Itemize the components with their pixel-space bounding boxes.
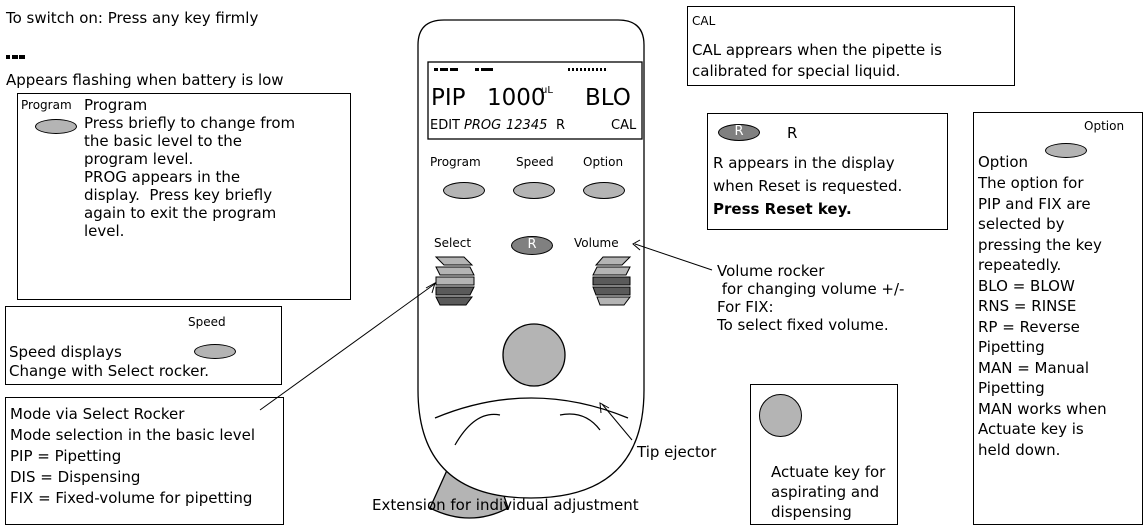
- reset-key-icon: R: [718, 124, 760, 141]
- option-line: repeatedly.: [978, 256, 1062, 274]
- option-line: Pipetting: [978, 338, 1045, 356]
- speed-line2: Change with Select rocker.: [9, 362, 210, 380]
- reset-tag: R: [787, 124, 798, 142]
- extension-label: Extension for individual adjustment: [372, 496, 639, 514]
- program-line: program level.: [84, 150, 194, 168]
- program-key[interactable]: [443, 182, 485, 199]
- speed-key-icon: [194, 344, 236, 359]
- program-description: Press briefly to change from the basic l…: [84, 114, 295, 240]
- battery-caption: Appears flashing when battery is low: [6, 71, 284, 89]
- program-line: level.: [84, 222, 125, 240]
- tip-ejector-leader: [601, 403, 633, 441]
- program-line: the basic level to the: [84, 132, 242, 150]
- option-line: pressing the key: [978, 235, 1102, 254]
- display-cal: CAL: [611, 118, 637, 133]
- option-line: RNS = RINSE: [978, 297, 1077, 315]
- volume-rocker: [592, 256, 632, 306]
- tip-ejector-curve: [434, 397, 629, 419]
- speed-tag: Speed: [188, 315, 226, 329]
- cal-line: CAL apprears when the pipette is: [692, 41, 942, 59]
- cal-info-box: CAL CAL apprears when the pipette is cal…: [687, 6, 1015, 86]
- option-line: RP = Reverse: [978, 317, 1080, 336]
- display-option: BLO: [585, 85, 631, 111]
- program-line: PROG appears in the: [84, 168, 241, 186]
- cal-line: calibrated for special liquid.: [692, 62, 901, 80]
- select-rocker: [434, 256, 475, 306]
- option-key[interactable]: [583, 182, 625, 199]
- program-info-box: Program Program Press briefly to change …: [17, 93, 351, 300]
- volume-leader: [634, 243, 713, 271]
- cal-tag: CAL: [692, 14, 716, 28]
- mode-info-box: Mode via Select Rocker Mode selection in…: [5, 397, 284, 525]
- display-mode: PIP: [431, 85, 466, 111]
- mode-line: Mode via Select Rocker: [10, 405, 185, 423]
- reset-line: R appears in the display: [713, 154, 895, 172]
- actuate-line: aspirating and: [771, 483, 880, 501]
- display-volume: 1000: [487, 85, 546, 111]
- option-tag: Option: [1084, 119, 1125, 133]
- display-frame: [427, 61, 643, 140]
- option-line: PIP and FIX are: [978, 194, 1091, 213]
- battery-icon: [6, 55, 26, 60]
- display-numbers: 12345: [506, 118, 548, 133]
- program-key-label: Program: [430, 155, 481, 169]
- speed-key-label: Speed: [516, 155, 554, 169]
- option-line: Actuate key is: [978, 420, 1084, 438]
- program-title: Program: [84, 96, 148, 114]
- reset-info-box: R R R appears in the display when Reset …: [707, 113, 948, 230]
- option-line: selected by: [978, 215, 1065, 233]
- display-segments-icon: [568, 68, 606, 71]
- actuate-line: dispensing: [771, 503, 852, 521]
- mode-line: PIP = Pipetting: [10, 447, 122, 465]
- program-line: display. Press key briefly: [84, 186, 273, 204]
- option-line: MAN = Manual: [978, 358, 1090, 377]
- actuate-key-icon: [759, 394, 802, 437]
- reset-line: when Reset is requested.: [713, 177, 903, 195]
- display-edit: EDIT: [430, 118, 460, 133]
- display-reset: R: [556, 118, 566, 133]
- volume-key-label: Volume: [574, 236, 619, 250]
- select-key-label: Select: [434, 236, 472, 250]
- volume-rocker-annotation: Volume rocker for changing volume +/- Fo…: [717, 262, 904, 334]
- tip-ejector-label: Tip ejector: [637, 443, 717, 461]
- option-line: held down.: [978, 440, 1061, 459]
- option-line: Pipetting: [978, 379, 1045, 397]
- mode-line: DIS = Dispensing: [10, 468, 141, 486]
- select-leader: [259, 282, 437, 411]
- speed-info-box: Speed Speed displays Change with Select …: [5, 306, 282, 385]
- volume-rocker-line: To select fixed volume.: [717, 316, 889, 334]
- switch-on-text: To switch on: Press any key firmly: [6, 9, 259, 27]
- display-unit: uL: [541, 85, 553, 96]
- option-line: The option for: [978, 174, 1084, 192]
- option-key-icon: [1045, 143, 1087, 158]
- program-line: again to exit the program: [84, 204, 277, 222]
- actuate-info-box: Actuate key for aspirating and dispensin…: [750, 384, 898, 525]
- display-prog: PROG: [464, 118, 502, 133]
- option-line: BLO = BLOW: [978, 276, 1075, 295]
- option-info-box: Option Option The option for PIP and FIX…: [973, 112, 1143, 525]
- mode-line: Mode selection in the basic level: [10, 426, 256, 444]
- reset-key[interactable]: R: [511, 236, 553, 255]
- option-key-label: Option: [583, 155, 624, 169]
- speed-line1: Speed displays: [9, 343, 122, 361]
- volume-rocker-line: Volume rocker: [717, 262, 825, 280]
- program-line: Press briefly to change from: [84, 114, 296, 132]
- option-title: Option: [978, 153, 1029, 171]
- program-key-icon: [35, 119, 77, 134]
- volume-rocker-line: for changing volume +/-: [717, 280, 905, 298]
- program-tag: Program: [21, 98, 72, 112]
- option-line: MAN works when: [978, 399, 1107, 418]
- volume-rocker-line: For FIX:: [717, 298, 774, 316]
- speed-key[interactable]: [513, 182, 555, 199]
- mode-line: FIX = Fixed-volume for pipetting: [10, 489, 253, 507]
- reset-bold-line: Press Reset key.: [713, 200, 852, 218]
- actuate-line: Actuate key for: [771, 463, 886, 481]
- actuate-button: [502, 323, 566, 387]
